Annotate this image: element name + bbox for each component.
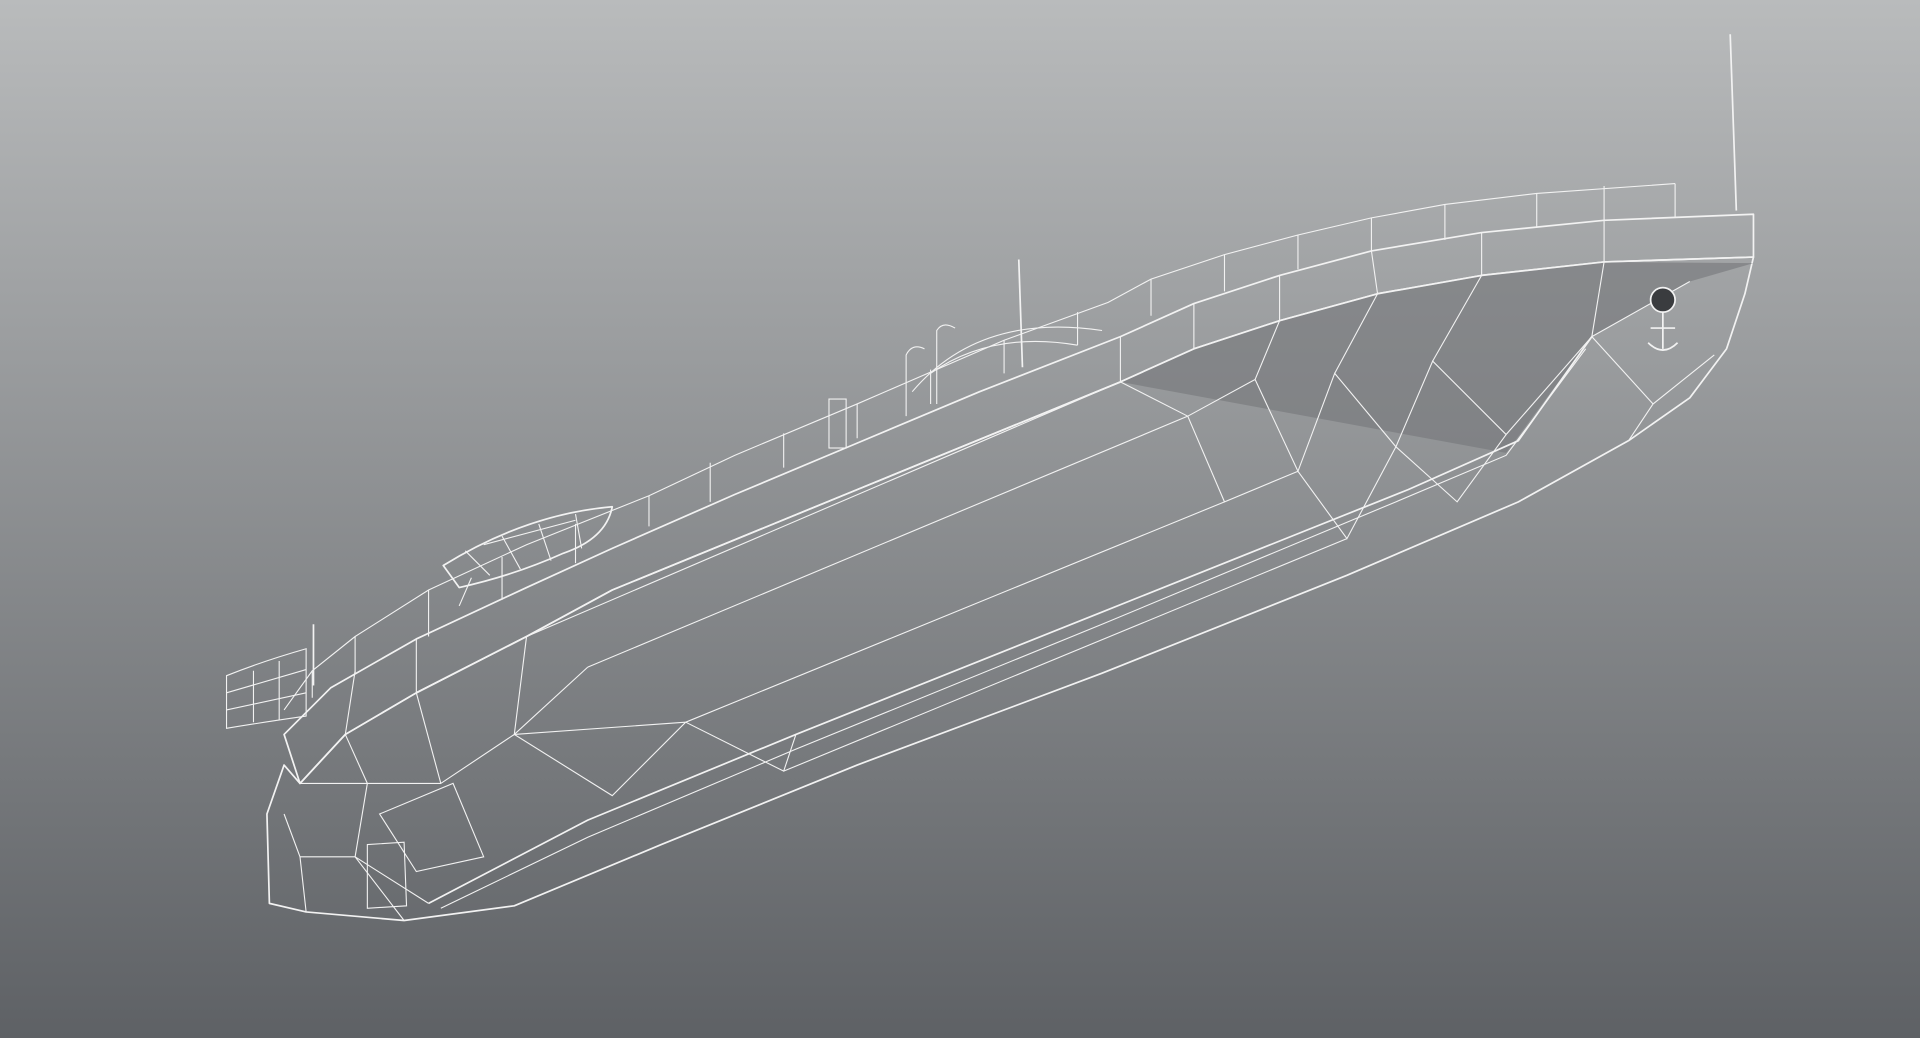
bow-mast <box>1729 34 1738 211</box>
lifeboat <box>442 505 614 607</box>
rudder <box>366 841 408 909</box>
hull-wireframe <box>283 261 1715 921</box>
deck-railing <box>283 183 1676 711</box>
stern-flag <box>225 624 315 729</box>
keel-line <box>428 336 1593 905</box>
anchor-icon <box>1647 286 1679 351</box>
ship-model[interactable] <box>225 34 1755 922</box>
deck-strip <box>283 213 1755 785</box>
funnel <box>828 398 847 449</box>
deck-strip-segments <box>344 220 1605 735</box>
mid-mast <box>1017 259 1024 368</box>
hull-side-band <box>1120 261 1754 453</box>
davits <box>905 324 1103 417</box>
keel-line-2 <box>440 348 1587 909</box>
